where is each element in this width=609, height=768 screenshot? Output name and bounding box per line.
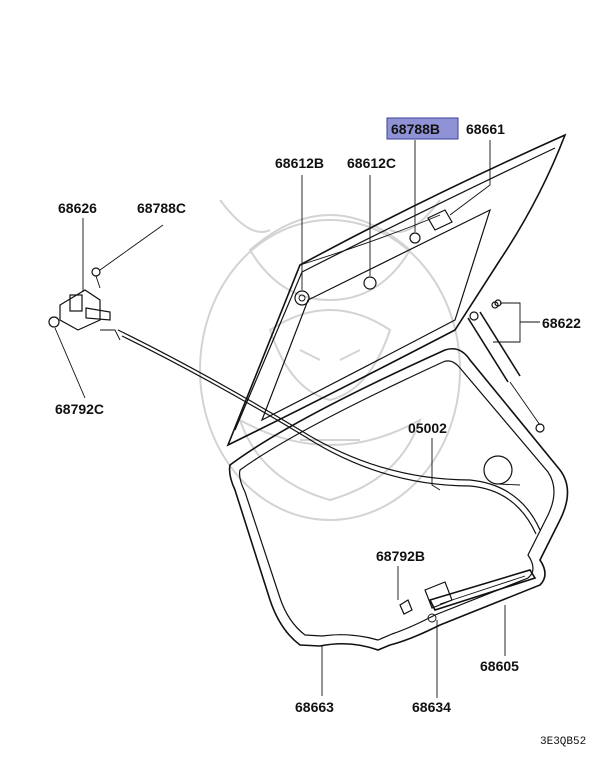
release-cable	[117, 329, 541, 535]
grommets	[294, 209, 502, 623]
part-label-68661[interactable]: 68661	[466, 121, 505, 137]
part-label-68663[interactable]: 68663	[295, 699, 334, 715]
diagram-code: 3E3QB52	[540, 736, 586, 748]
highlight-box	[386, 117, 459, 140]
leader-lines	[54, 140, 540, 698]
part-label-68792c[interactable]: 68792C	[55, 401, 104, 417]
watermark-emblem	[199, 199, 461, 521]
part-label-68605[interactable]: 68605	[480, 658, 519, 674]
part-label-68626[interactable]: 68626	[58, 200, 97, 216]
part-label-05002[interactable]: 05002	[408, 420, 447, 436]
part-label-68612b[interactable]: 68612B	[275, 155, 324, 171]
part-label-68792b[interactable]: 68792B	[376, 548, 425, 564]
part-label-68788c[interactable]: 68788C	[137, 200, 186, 216]
part-labels: 68788B 68661 68612B 68612C 68626 68788C …	[55, 121, 581, 715]
door-opening-frame	[228, 347, 569, 651]
hinge-assembly	[48, 267, 121, 341]
part-label-68788b[interactable]: 68788B	[391, 121, 440, 137]
part-label-68622[interactable]: 68622	[542, 315, 581, 331]
latch-bar	[428, 569, 537, 611]
gas-strut	[467, 311, 545, 433]
part-label-68634[interactable]: 68634	[412, 699, 451, 715]
liftgate-panel	[226, 133, 567, 447]
part-label-68612c[interactable]: 68612C	[347, 155, 396, 171]
